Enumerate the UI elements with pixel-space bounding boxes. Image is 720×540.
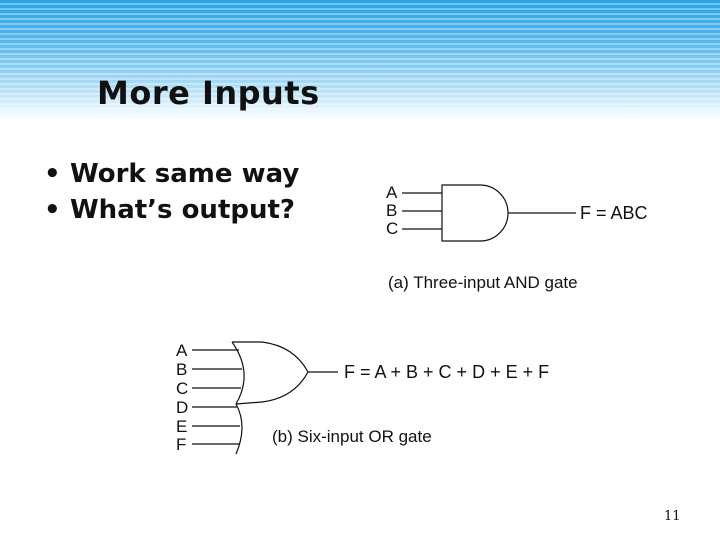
bullet-item: • What’s output? <box>44 192 299 228</box>
bullet-marker: • <box>44 195 61 225</box>
and-gate-caption: (a) Three-input AND gate <box>388 273 578 292</box>
and-output-label: F = ABC <box>580 203 648 223</box>
page-number: 11 <box>664 509 681 524</box>
or-gate-caption: (b) Six-input OR gate <box>272 427 432 446</box>
or-input-label: F <box>176 435 186 454</box>
or-gate-diagram: A B C D E F F = A + B + C + D + E + F (b… <box>176 341 549 455</box>
and-gate-symbol <box>441 184 509 242</box>
and-input-label: C <box>386 219 398 238</box>
or-input-label: B <box>176 360 187 379</box>
or-output-label: F = A + B + C + D + E + F <box>344 362 549 382</box>
bullet-item: • Work same way <box>44 156 299 192</box>
or-gate-back-curve <box>231 341 245 405</box>
and-gate-diagram: A B C F = ABC (a) Three-input AND gate <box>386 183 648 292</box>
or-gate-input-extension <box>235 403 243 455</box>
and-input-label: B <box>386 201 397 220</box>
bullet-text: Work same way <box>70 159 300 189</box>
title-band <box>0 0 720 120</box>
bullet-marker: • <box>44 159 61 189</box>
slide-title: More Inputs <box>97 74 320 112</box>
bullet-text: What’s output? <box>70 195 295 225</box>
and-input-label: A <box>386 183 398 202</box>
bullet-list: • Work same way • What’s output? <box>44 156 299 228</box>
or-input-label: A <box>176 341 188 360</box>
or-input-label: C <box>176 379 188 398</box>
or-input-label: E <box>176 417 187 436</box>
or-input-label: D <box>176 398 188 417</box>
